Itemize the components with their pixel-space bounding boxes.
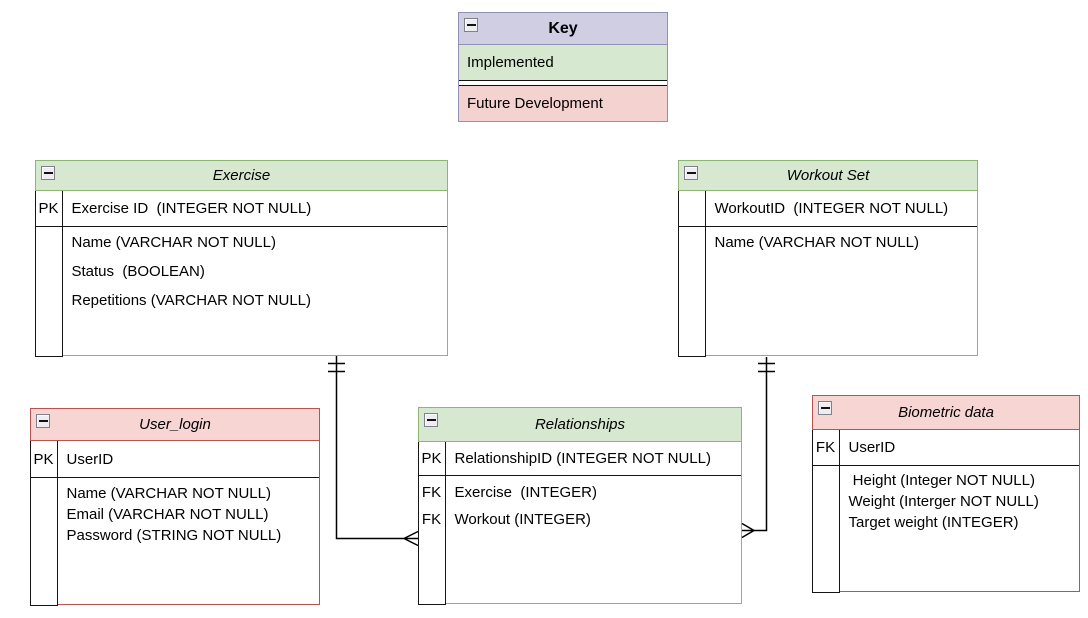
- collapse-icon[interactable]: [464, 18, 478, 32]
- key-column: PK: [29, 441, 58, 606]
- table-title: Workout Set: [786, 167, 870, 184]
- table-biometric-data-header[interactable]: Biometric data: [813, 396, 1079, 430]
- fk-tag: FK: [421, 511, 442, 528]
- table-relationships[interactable]: Relationships PK FK FK RelationshipID (I…: [417, 407, 742, 605]
- key-column: PK: [34, 191, 63, 357]
- legend-divider: [459, 81, 667, 85]
- attribute-row[interactable]: Height (Integer NOT NULL): [848, 472, 1035, 489]
- key-column: [677, 191, 706, 357]
- table-title: Biometric data: [898, 404, 994, 421]
- crows-foot-icon: [741, 522, 755, 539]
- attribute-row[interactable]: Repetitions (VARCHAR NOT NULL): [71, 292, 312, 309]
- legend-item-label: Implemented: [467, 54, 554, 71]
- attribute-row[interactable]: Email (VARCHAR NOT NULL): [66, 506, 269, 523]
- pk-tag: [678, 191, 705, 227]
- table-title: User_login: [139, 416, 211, 433]
- connector-workout-set-relationships[interactable]: [741, 357, 775, 539]
- crows-foot-icon: [403, 530, 419, 547]
- attribute-row[interactable]: Workout (INTEGER): [454, 511, 591, 528]
- table-title: Relationships: [534, 416, 626, 433]
- legend-item-implemented[interactable]: Implemented: [459, 45, 667, 81]
- foreign-key-row[interactable]: UserID: [839, 430, 1079, 466]
- attribute-row[interactable]: Target weight (INTEGER): [848, 514, 1019, 531]
- primary-key-row[interactable]: UserID: [57, 441, 319, 478]
- collapse-icon[interactable]: [818, 401, 832, 415]
- attribute-row[interactable]: Status (BOOLEAN): [71, 263, 205, 280]
- legend-item-label: Future Development: [467, 95, 603, 112]
- collapse-icon[interactable]: [424, 413, 438, 427]
- legend-key-box[interactable]: Key Implemented Future Development: [458, 12, 668, 122]
- table-workout-set[interactable]: Workout Set WorkoutID (INTEGER NOT NULL)…: [677, 160, 978, 357]
- one-tick-icon: [758, 362, 775, 373]
- legend-item-future-development[interactable]: Future Development: [459, 85, 667, 121]
- table-exercise[interactable]: Exercise PK Exercise ID (INTEGER NOT NUL…: [34, 160, 448, 357]
- attribute-row[interactable]: Password (STRING NOT NULL): [66, 527, 282, 544]
- collapse-icon[interactable]: [684, 166, 698, 180]
- table-user-login[interactable]: User_login PK UserID Name (VARCHAR NOT N…: [29, 408, 320, 606]
- pk-tag: PK: [35, 191, 62, 227]
- pk-tag: PK: [30, 441, 57, 478]
- pk-tag: PK: [418, 442, 445, 476]
- attribute-row[interactable]: Name (VARCHAR NOT NULL): [66, 485, 271, 502]
- connector-exercise-relationships[interactable]: [328, 356, 419, 547]
- collapse-icon[interactable]: [36, 414, 50, 428]
- one-tick-icon: [328, 362, 345, 373]
- attribute-row[interactable]: Name (VARCHAR NOT NULL): [71, 234, 276, 251]
- legend-title: Key: [548, 19, 578, 37]
- table-user-login-header[interactable]: User_login: [31, 409, 319, 441]
- attribute-row[interactable]: Name (VARCHAR NOT NULL): [714, 234, 919, 251]
- table-workout-set-header[interactable]: Workout Set: [679, 161, 977, 191]
- legend-header[interactable]: Key: [459, 13, 667, 45]
- table-relationships-header[interactable]: Relationships: [419, 408, 741, 442]
- key-column: FK: [811, 430, 840, 593]
- primary-key-row[interactable]: RelationshipID (INTEGER NOT NULL): [445, 442, 741, 476]
- table-title: Exercise: [212, 167, 271, 184]
- primary-key-row[interactable]: WorkoutID (INTEGER NOT NULL): [705, 191, 977, 227]
- collapse-icon[interactable]: [41, 166, 55, 180]
- primary-key-row[interactable]: Exercise ID (INTEGER NOT NULL): [62, 191, 447, 227]
- fk-tag: FK: [421, 484, 442, 501]
- attribute-row[interactable]: Weight (Interger NOT NULL): [848, 493, 1039, 510]
- attribute-row[interactable]: Exercise (INTEGER): [454, 484, 598, 501]
- key-column: PK FK FK: [417, 442, 446, 605]
- table-exercise-header[interactable]: Exercise: [36, 161, 447, 191]
- fk-tag: FK: [812, 430, 839, 466]
- table-biometric-data[interactable]: Biometric data FK UserID Height (Integer…: [811, 395, 1080, 593]
